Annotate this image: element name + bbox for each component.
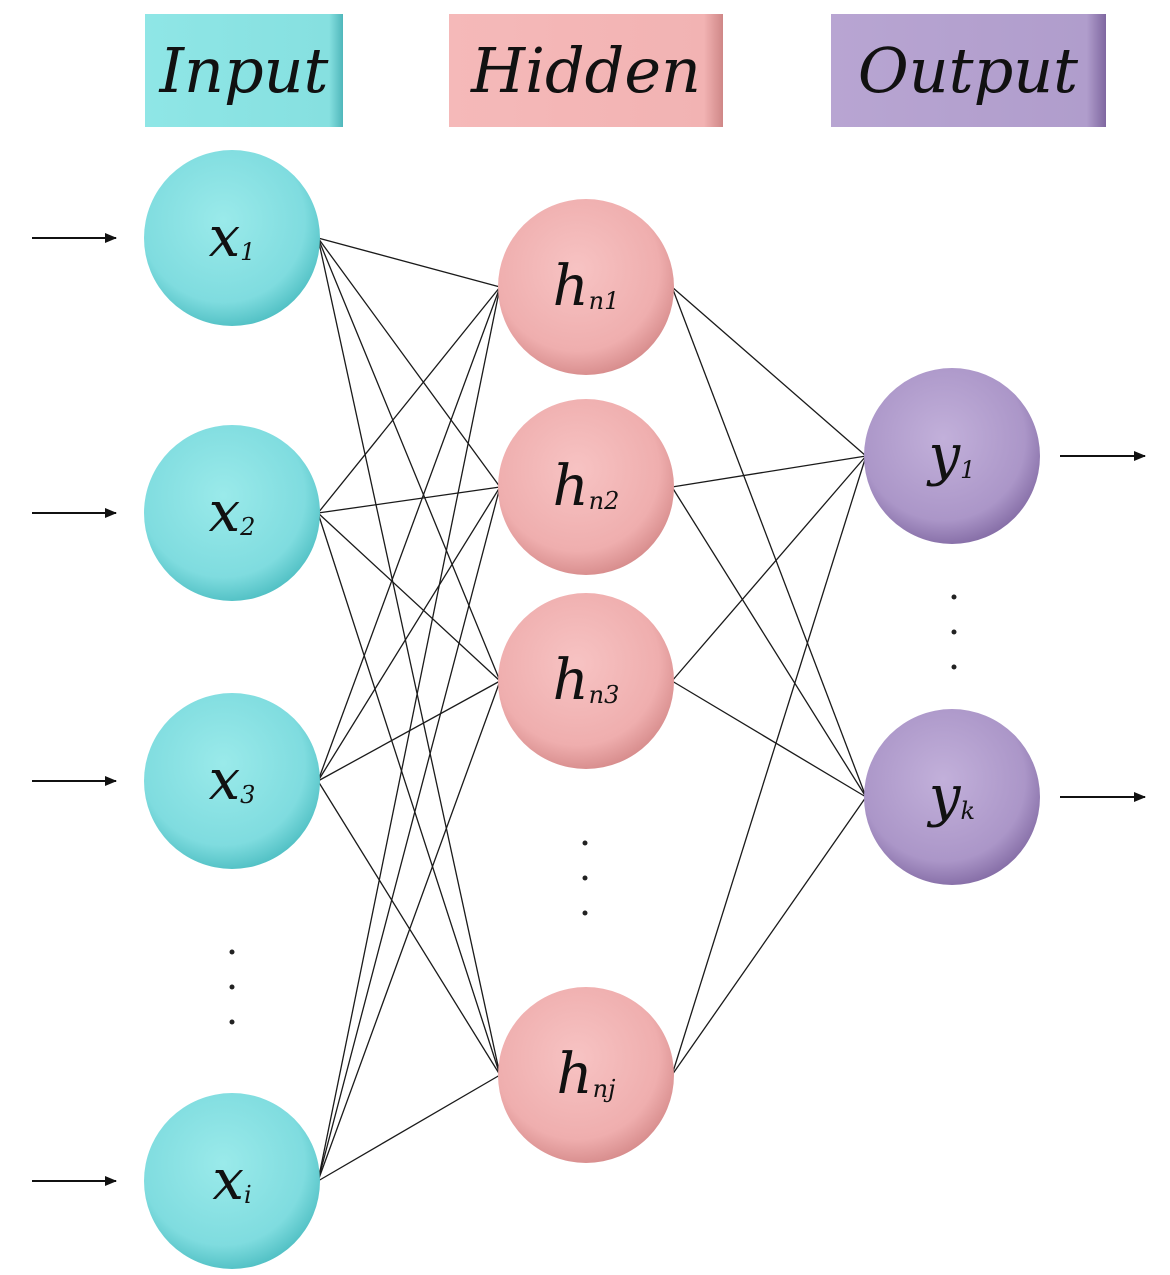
input-node-subscript: i bbox=[244, 1181, 252, 1209]
hidden-node-circle bbox=[498, 593, 674, 769]
input-node-symbol: x bbox=[209, 748, 241, 813]
connection-input3-hidden1 bbox=[317, 286, 501, 782]
input-ellipsis bbox=[229, 949, 235, 1025]
hidden-node-n1: hn1 bbox=[498, 199, 674, 375]
hidden-header-label: Hidden bbox=[470, 34, 701, 107]
output-header: Output bbox=[831, 14, 1106, 127]
output-node-symbol: y bbox=[926, 423, 962, 488]
input-header-label: Input bbox=[159, 34, 329, 107]
hidden-node-label: hn3 bbox=[553, 648, 620, 713]
hidden-ellipsis bbox=[582, 840, 588, 916]
input-node-label: xi bbox=[212, 1148, 251, 1213]
input-node-circle bbox=[144, 425, 320, 601]
hidden-node-symbol: h bbox=[553, 254, 589, 319]
hidden-node-symbol: h bbox=[557, 1042, 593, 1107]
connection-input2-hidden4 bbox=[317, 512, 501, 1076]
output-node-label: y1 bbox=[926, 423, 976, 488]
hidden-node-circle bbox=[498, 199, 674, 375]
connection-input1-hidden1 bbox=[317, 237, 501, 288]
connection-hidden3-output2 bbox=[671, 680, 867, 798]
hidden-node-symbol: h bbox=[553, 454, 589, 519]
connection-input1-hidden2 bbox=[317, 237, 501, 488]
output-node-subscript: 1 bbox=[960, 456, 975, 484]
input-node-circle bbox=[144, 1093, 320, 1269]
hidden-node-label: hnj bbox=[557, 1042, 617, 1107]
connection-input1-hidden4 bbox=[317, 237, 501, 1076]
hidden-node-nj: hnj bbox=[498, 987, 674, 1163]
input-node-symbol: x bbox=[209, 480, 241, 545]
hidden-node-subscript: n2 bbox=[589, 487, 620, 515]
hidden-node-n3: hn3 bbox=[498, 593, 674, 769]
input-node-subscript: 1 bbox=[240, 238, 255, 266]
hidden-node-subscript: n1 bbox=[589, 287, 620, 315]
connection-input3-hidden2 bbox=[317, 486, 501, 782]
hidden-node-subscript: nj bbox=[593, 1075, 616, 1103]
output-ellipsis bbox=[951, 594, 957, 670]
output-header-label: Output bbox=[858, 34, 1078, 107]
hidden-node-n2: hn2 bbox=[498, 399, 674, 575]
connection-hidden2-output2 bbox=[671, 486, 867, 798]
input-node-2: x2 bbox=[144, 425, 320, 601]
input-node-symbol: x bbox=[209, 205, 241, 270]
connections bbox=[317, 237, 867, 1182]
connection-input3-hidden4 bbox=[317, 780, 501, 1076]
output-node-circle bbox=[864, 709, 1040, 885]
connection-input4-hidden1 bbox=[317, 286, 501, 1182]
input-node-label: x1 bbox=[209, 205, 256, 270]
hidden-node-subscript: n3 bbox=[589, 681, 620, 709]
connection-hidden1-output2 bbox=[671, 286, 867, 798]
connection-input2-hidden3 bbox=[317, 512, 501, 682]
connection-input4-hidden2 bbox=[317, 486, 501, 1182]
input-node-i: xi bbox=[144, 1093, 320, 1269]
output-node-subscript: k bbox=[961, 797, 976, 825]
input-node-1: x1 bbox=[144, 150, 320, 326]
connection-input1-hidden3 bbox=[317, 237, 501, 682]
input-node-subscript: 2 bbox=[239, 513, 255, 541]
hidden-node-circle bbox=[498, 987, 674, 1163]
connection-hidden4-output2 bbox=[671, 796, 867, 1076]
input-node-3: x3 bbox=[144, 693, 320, 869]
input-node-label: x3 bbox=[209, 748, 256, 813]
connection-input4-hidden4 bbox=[317, 1074, 501, 1182]
hidden-node-symbol: h bbox=[553, 648, 589, 713]
output-arrows bbox=[1060, 451, 1146, 802]
output-node-circle bbox=[864, 368, 1040, 544]
hidden-node-label: hn1 bbox=[553, 254, 620, 319]
hidden-node-label: hn2 bbox=[553, 454, 620, 519]
connection-hidden1-output1 bbox=[671, 286, 867, 457]
connection-hidden4-output1 bbox=[671, 455, 867, 1076]
input-header: Input bbox=[145, 14, 343, 127]
connection-hidden3-output1 bbox=[671, 455, 867, 682]
hidden-header: Hidden bbox=[449, 14, 723, 127]
input-node-label: x2 bbox=[209, 480, 256, 545]
connection-input2-hidden1 bbox=[317, 286, 501, 514]
output-node-1: y1 bbox=[864, 368, 1040, 544]
output-node-symbol: y bbox=[926, 764, 962, 829]
connection-hidden2-output1 bbox=[671, 455, 867, 488]
input-node-symbol: x bbox=[212, 1148, 244, 1213]
input-node-circle bbox=[144, 693, 320, 869]
hidden-node-circle bbox=[498, 399, 674, 575]
input-node-subscript: 3 bbox=[240, 781, 255, 809]
output-node-k: yk bbox=[864, 709, 1040, 885]
connection-input2-hidden2 bbox=[317, 486, 501, 514]
output-node-label: yk bbox=[926, 764, 975, 829]
input-arrows bbox=[32, 233, 117, 1186]
connection-input4-hidden3 bbox=[317, 680, 501, 1182]
input-node-circle bbox=[144, 150, 320, 326]
